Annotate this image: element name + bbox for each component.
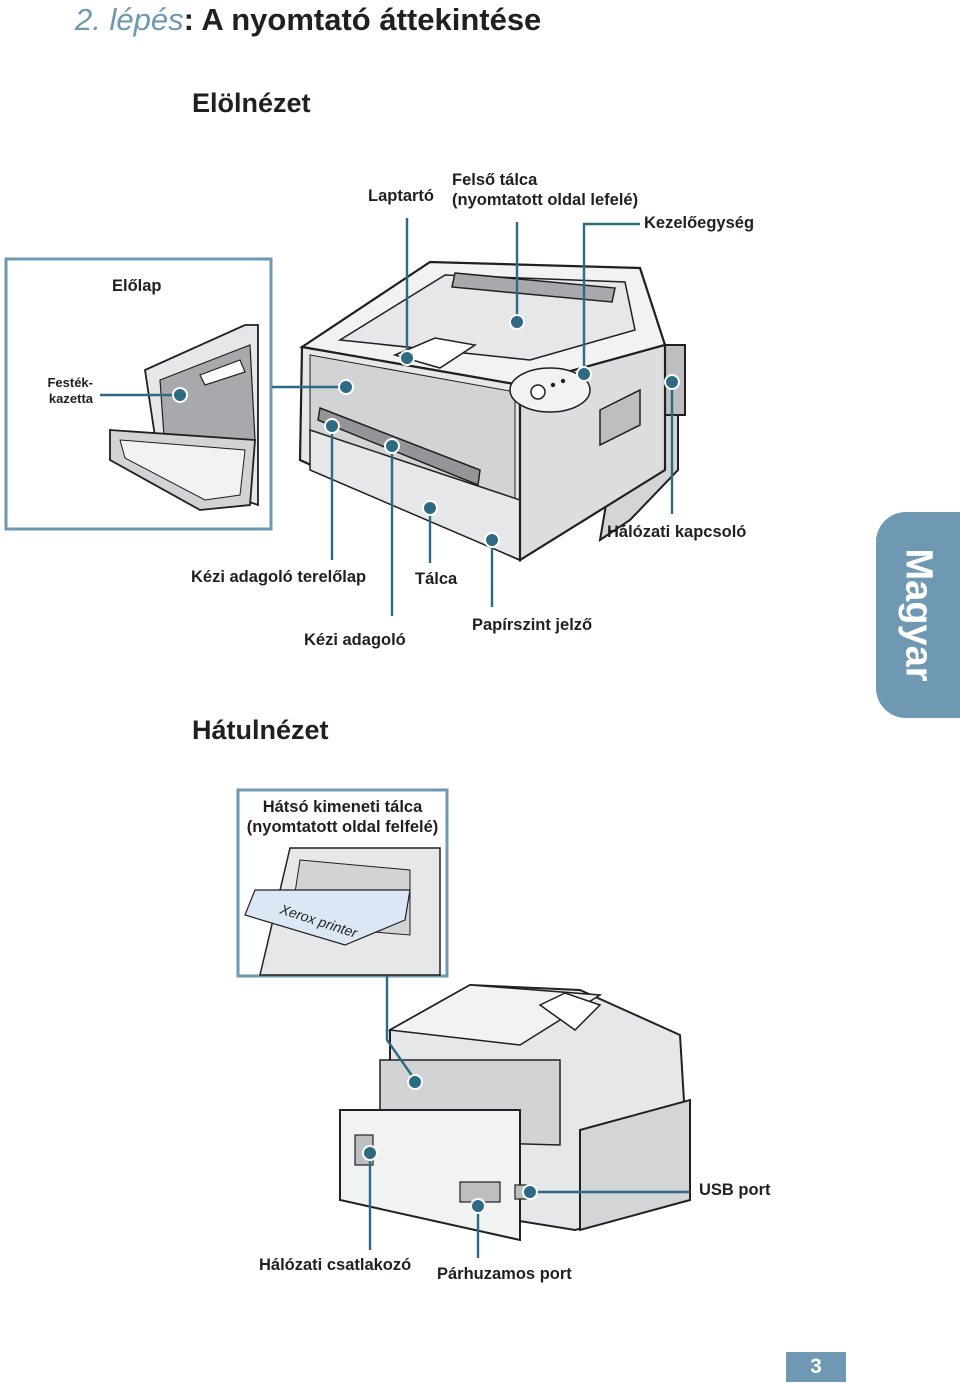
label-usb-port: USB port [699,1181,771,1199]
rear-view-heading: Hátulnézet [192,715,329,745]
label-talca: Tálca [415,570,458,588]
page-number: 3 [786,1352,846,1382]
front-callout-lines [100,218,674,616]
rear-callout-lines [368,976,690,1258]
label-elolap: Előlap [112,277,162,295]
label-laptarto: Laptartó [368,187,434,205]
label-hatso-kimeneti-talca: Hátsó kimeneti tálca (nyomtatott oldal f… [246,798,439,836]
label-papirszint-jelzo: Papírszint jelző [472,616,593,634]
label-kezi-adagolo-terelolap: Kézi adagoló terelőlap [191,568,367,586]
page-title-text: A nyomtató áttekintése [201,2,542,37]
language-tab: Magyar [876,512,960,718]
label-festekkazetta: Festék- kazetta [47,375,93,406]
step-label: 2. lépés [75,2,184,37]
label-halozati-csatlakozo: Hálózati csatlakozó [259,1256,412,1274]
label-felso-talca: Felső tálca (nyomtatott oldal lefelé) [452,171,639,209]
front-printer-illustration [298,260,686,562]
front-view-heading: Elölnézet [192,88,311,118]
page-title: 2. lépés: A nyomtató áttekintése [75,2,542,37]
front-callout-dots [172,314,680,548]
rear-printer-illustration [339,983,692,1242]
rear-callout-dots [362,1074,538,1214]
language-tab-label: Magyar [897,548,940,682]
open-cover-illustration [109,324,259,511]
label-kezeloegyseg: Kezelőegység [644,214,755,232]
label-halozati-kapcsolo: Hálózati kapcsoló [607,523,747,541]
rear-tray-illustration: Xerox printer [244,847,441,976]
label-kezi-adagolo: Kézi adagoló [304,631,406,649]
label-parhuzamos-port: Párhuzamos port [437,1265,572,1283]
